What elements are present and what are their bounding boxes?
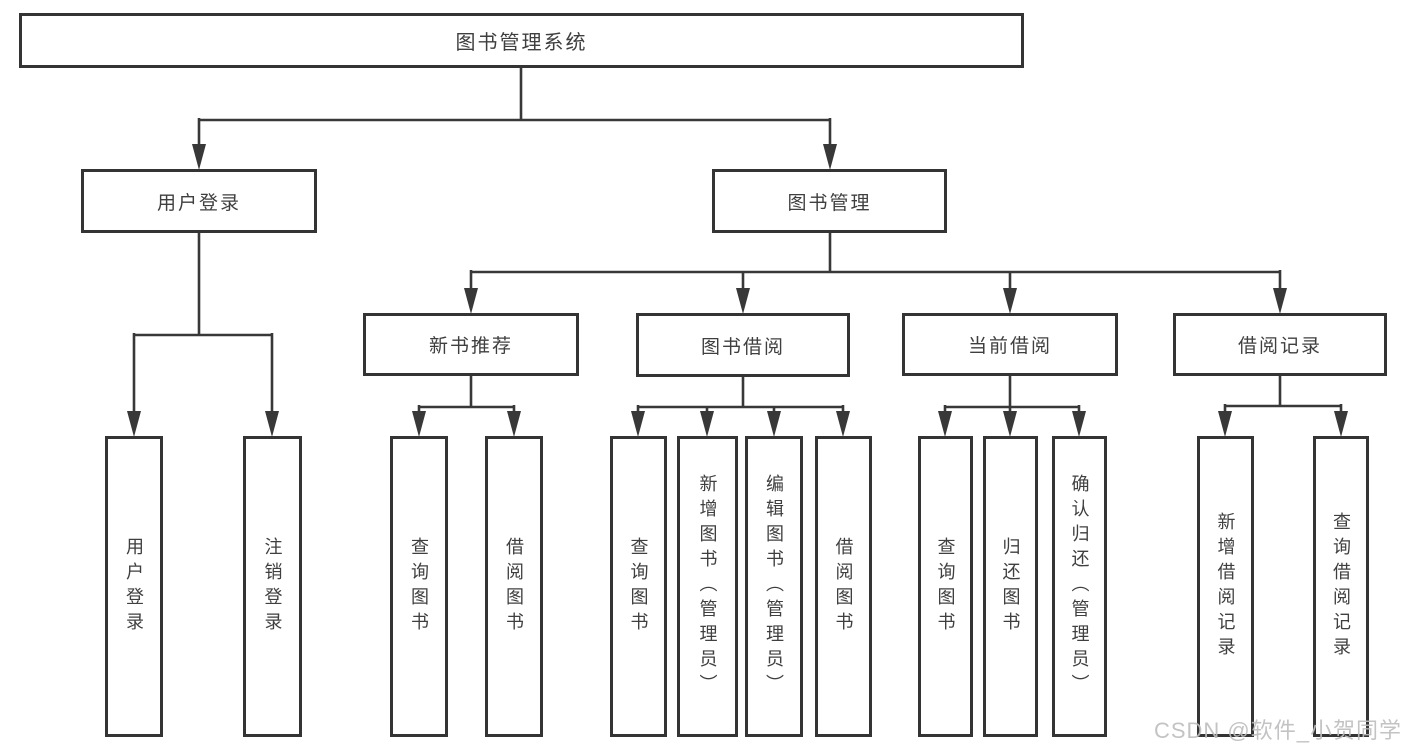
csdn-watermark: CSDN @软件_小贺同学 (1153, 718, 1402, 743)
leaf-query-borrow-record-label: 查询借阅记录 (1331, 511, 1351, 662)
node-book-borrow: 图书借阅 (636, 313, 850, 377)
node-current-borrow-label: 当前借阅 (967, 336, 1052, 357)
leaf-recommend-borrow-books-label: 借阅图书 (504, 536, 524, 637)
leaf-add-books-admin-label: 新增图书（管理员） (697, 474, 718, 699)
leaf-user-login: 用户登录 (105, 436, 163, 737)
leaf-logout: 注销登录 (243, 436, 302, 737)
node-borrow-records-label: 借阅记录 (1237, 336, 1322, 357)
leaf-borrow-books-label: 借阅图书 (833, 536, 854, 637)
node-book-borrow-label: 图书借阅 (700, 336, 785, 358)
leaf-current-query-books: 查询图书 (918, 436, 973, 737)
node-user-login: 用户登录 (81, 169, 317, 233)
arrowheads (127, 144, 1348, 437)
node-current-borrow: 当前借阅 (902, 313, 1118, 376)
leaf-logout-label: 注销登录 (262, 536, 283, 637)
node-new-book-recommend-label: 新书推荐 (428, 336, 513, 357)
leaf-return-books-label: 归还图书 (1000, 536, 1021, 637)
node-book-management-label: 图书管理 (787, 192, 872, 214)
leaf-recommend-query-books-label: 查询图书 (409, 536, 429, 637)
leaf-current-query-books-label: 查询图书 (935, 536, 956, 637)
leaf-confirm-return-admin: 确认归还（管理员） (1052, 436, 1107, 737)
node-book-management: 图书管理 (712, 169, 947, 233)
leaf-borrow-query-books-label: 查询图书 (628, 536, 649, 637)
leaf-confirm-return-admin-label: 确认归还（管理员） (1069, 474, 1090, 699)
leaf-add-books-admin: 新增图书（管理员） (677, 436, 738, 737)
node-new-book-recommend: 新书推荐 (363, 313, 579, 376)
leaf-query-borrow-record: 查询借阅记录 (1313, 436, 1369, 737)
leaf-return-books: 归还图书 (983, 436, 1038, 737)
leaf-edit-books-admin-label: 编辑图书（管理员） (764, 474, 784, 699)
node-library-management-system: 图书管理系统 (19, 13, 1024, 68)
leaf-recommend-query-books: 查询图书 (390, 436, 448, 737)
leaf-user-login-label: 用户登录 (124, 536, 144, 637)
leaf-recommend-borrow-books: 借阅图书 (485, 436, 543, 737)
node-library-management-system-label: 图书管理系统 (455, 32, 588, 54)
leaf-add-borrow-record-label: 新增借阅记录 (1215, 511, 1236, 662)
leaf-borrow-books: 借阅图书 (815, 436, 872, 737)
leaf-edit-books-admin: 编辑图书（管理员） (745, 436, 803, 737)
leaf-borrow-query-books: 查询图书 (610, 436, 667, 737)
leaf-add-borrow-record: 新增借阅记录 (1197, 436, 1254, 737)
node-user-login-label: 用户登录 (156, 192, 241, 214)
node-borrow-records: 借阅记录 (1173, 313, 1387, 376)
